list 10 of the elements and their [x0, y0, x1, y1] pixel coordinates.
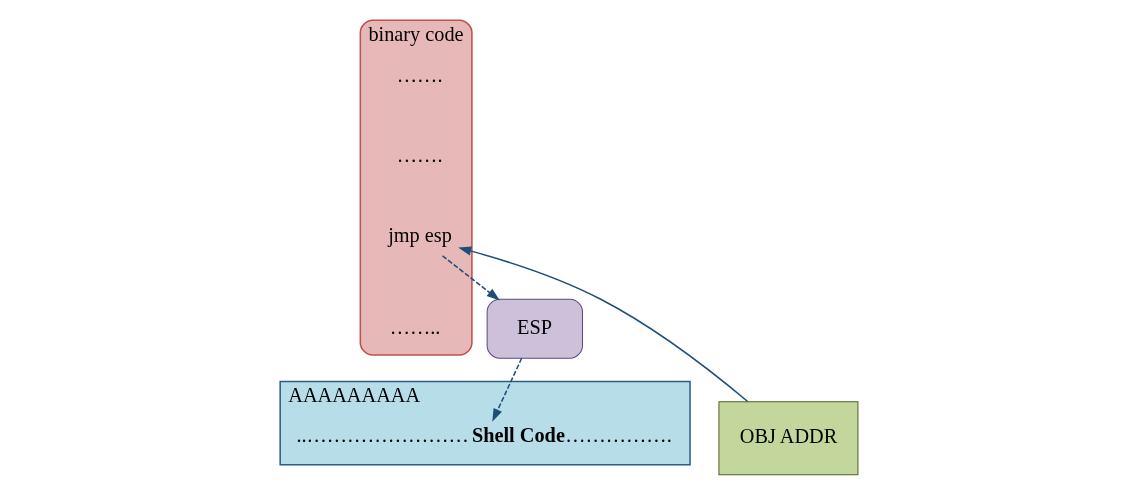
node-text: ..……………………Shell Code…………….	[295, 424, 672, 447]
arrow	[491, 357, 522, 422]
arrow	[441, 255, 500, 301]
arrow	[457, 246, 748, 403]
node-text: ……..	[389, 315, 440, 338]
node-text: …….	[396, 64, 442, 87]
node-box: ESP	[486, 298, 583, 359]
node-text: …….	[396, 144, 442, 167]
node-text: jmp esp	[387, 224, 452, 247]
node-box: OBJ ADDR	[717, 401, 858, 476]
